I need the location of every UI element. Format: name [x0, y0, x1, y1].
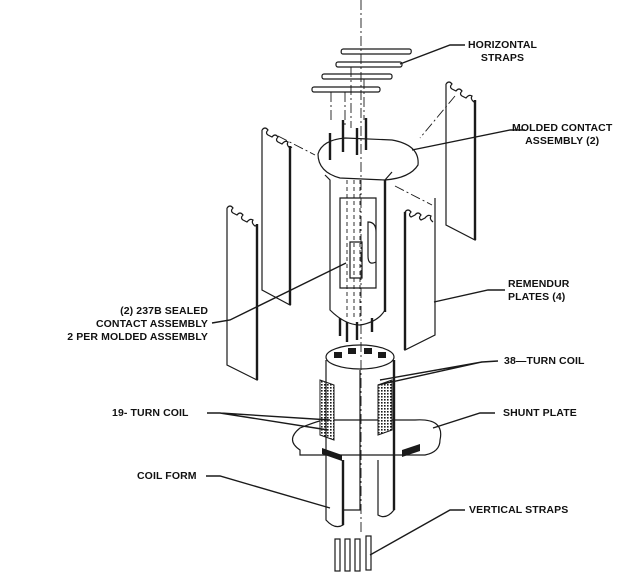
remendur-plates: [226, 81, 477, 381]
label-line: REMENDUR: [508, 278, 570, 290]
sealed-contact-assembly-body: [339, 197, 377, 289]
horizontal-strap: [311, 86, 381, 93]
assembly-body: [324, 171, 393, 326]
leader-19-coil: [207, 412, 331, 431]
label-line: HORIZONTAL: [468, 39, 538, 51]
label-horizontal-straps: HORIZONTAL STRAPS: [468, 39, 537, 65]
coil-form-walls: [325, 360, 395, 528]
leader-vertical-straps: [369, 509, 465, 556]
leader-shunt-plate: [432, 412, 495, 429]
label-line: PLATES (4): [508, 291, 566, 303]
label-line: STRAPS: [480, 52, 525, 64]
label-19-turn-coil: 19- TURN COIL: [112, 407, 189, 419]
vertical-straps: [334, 535, 372, 572]
molded-contact-assembly: [317, 118, 419, 342]
label-molded-contact-assembly: MOLDED CONTACT ASSEMBLY (2): [512, 122, 612, 148]
coil-form-edges: [341, 360, 396, 525]
coil-form-top: [325, 344, 395, 370]
label-38-turn-coil: 38—TURN COIL: [504, 355, 585, 367]
leader-sealed-contact: [211, 262, 347, 324]
turn-coil-19: [319, 379, 335, 441]
horizontal-straps: [311, 48, 412, 128]
label-line: ASSEMBLY (2): [525, 135, 600, 147]
leader-coil-form: [206, 475, 331, 509]
label-sealed-contact-assembly: (2) 237B SEALED CONTACT ASSEMBLY 2 PER M…: [24, 305, 208, 344]
vertical-strap: [344, 538, 351, 572]
leader-molded-contact: [411, 129, 525, 151]
horizontal-strap: [340, 48, 412, 55]
label-line: MOLDED CONTACT: [512, 122, 613, 134]
contact-pins-bottom: [338, 318, 374, 342]
turn-coil-38: [377, 379, 393, 436]
label-shunt-plate: SHUNT PLATE: [503, 407, 577, 419]
contact-pins-top: [328, 118, 368, 160]
contact-cap: [317, 137, 419, 181]
vertical-strap: [354, 538, 361, 572]
leader-remendur: [433, 289, 505, 303]
coil-form-slots: [334, 348, 386, 358]
label-line: (2) 237B SEALED: [120, 305, 208, 317]
label-coil-form: COIL FORM: [137, 470, 197, 482]
vertical-strap: [334, 538, 341, 572]
remendur-plate: [445, 81, 477, 241]
plate-alignment-lines: [277, 95, 456, 206]
strap-alignment-lines: [330, 67, 365, 128]
remendur-plate: [403, 198, 436, 351]
label-remendur-plates: REMENDUR PLATES (4): [508, 278, 569, 304]
label-vertical-straps: VERTICAL STRAPS: [469, 504, 569, 516]
remendur-plate: [226, 205, 259, 381]
internal-reed-lines: [346, 180, 361, 320]
leader-38-coil: [377, 360, 499, 386]
coil-assembly: [291, 0, 442, 535]
leader-lines: [206, 44, 525, 556]
horizontal-strap: [321, 73, 393, 80]
label-line: 2 PER MOLDED ASSEMBLY: [67, 331, 208, 343]
leader-horizontal-straps: [399, 44, 465, 65]
remendur-plate: [261, 127, 293, 307]
label-line: CONTACT ASSEMBLY: [95, 318, 208, 330]
vertical-strap: [365, 535, 372, 571]
horizontal-strap: [335, 61, 403, 68]
